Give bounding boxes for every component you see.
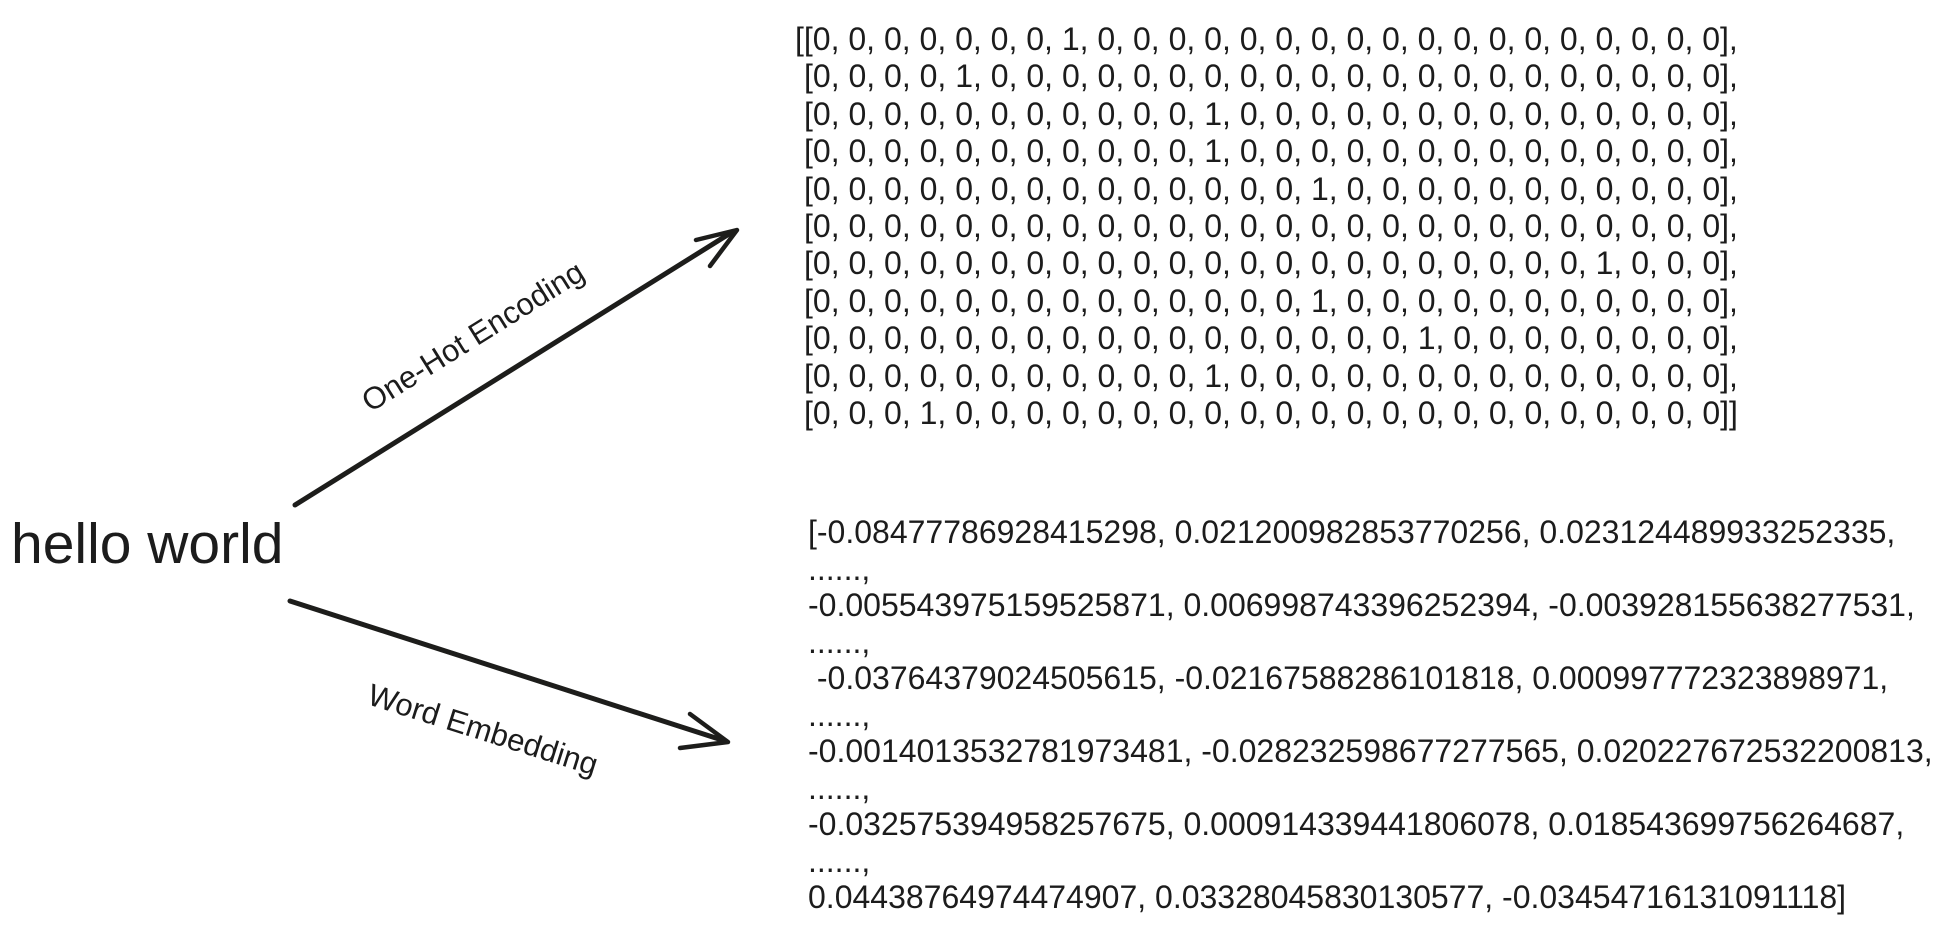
source-word: hello world — [11, 512, 284, 576]
one-hot-row: [0, 0, 0, 0, 0, 0, 0, 0, 0, 0, 0, 1, 0, … — [804, 133, 1738, 170]
embedding-vector: [-0.08477786928415298, 0.021200982853770… — [808, 514, 1933, 916]
word-embedding-arrow-label: Word Embedding — [363, 677, 603, 783]
one-hot-row: [0, 0, 0, 0, 0, 0, 0, 0, 0, 0, 0, 0, 0, … — [804, 320, 1738, 357]
one-hot-arrow-label: One-Hot Encoding — [355, 253, 591, 419]
one-hot-row: [0, 0, 0, 0, 0, 0, 0, 0, 0, 0, 0, 0, 0, … — [804, 208, 1738, 245]
embedding-line: 0.04438764974474907, 0.03328045830130577… — [808, 879, 1847, 915]
one-hot-arrow — [292, 227, 740, 508]
one-hot-matrix: [[0, 0, 0, 0, 0, 0, 0, 1, 0, 0, 0, 0, 0,… — [795, 21, 1738, 432]
one-hot-row: [0, 0, 0, 0, 0, 0, 0, 0, 0, 0, 0, 0, 0, … — [804, 170, 1738, 207]
embedding-line: -0.032575394958257675, 0.000914339441806… — [808, 806, 1905, 842]
embedding-line: ......, — [808, 550, 871, 587]
embedding-line: -0.0014013532781973481, -0.0282325986772… — [808, 733, 1933, 769]
one-hot-row: [0, 0, 0, 0, 0, 0, 0, 0, 0, 0, 0, 0, 0, … — [804, 245, 1738, 282]
one-hot-row: [0, 0, 0, 0, 0, 0, 0, 0, 0, 0, 0, 1, 0, … — [804, 357, 1738, 394]
one-hot-row: [[0, 0, 0, 0, 0, 0, 0, 1, 0, 0, 0, 0, 0,… — [795, 21, 1738, 57]
one-hot-row: [0, 0, 0, 0, 0, 0, 0, 0, 0, 0, 0, 0, 0, … — [804, 282, 1738, 319]
embedding-line: ......, — [808, 769, 871, 806]
embedding-line: ......, — [808, 842, 871, 879]
one-hot-arrow-line — [292, 231, 732, 508]
embedding-line: ......, — [808, 623, 871, 660]
one-hot-arrowhead-icon — [693, 227, 740, 269]
embedding-line: ......, — [808, 696, 871, 733]
one-hot-row: [0, 0, 0, 0, 1, 0, 0, 0, 0, 0, 0, 0, 0, … — [804, 58, 1738, 95]
one-hot-row: [0, 0, 0, 1, 0, 0, 0, 0, 0, 0, 0, 0, 0, … — [804, 395, 1738, 432]
word-embedding-arrowhead-icon — [677, 711, 731, 751]
embedding-line: -0.03764379024505615, -0.021675882861018… — [808, 660, 1889, 696]
one-hot-row: [0, 0, 0, 0, 0, 0, 0, 0, 0, 0, 0, 1, 0, … — [804, 95, 1738, 132]
embedding-line: -0.005543975159525871, 0.006998743396252… — [808, 587, 1915, 623]
embedding-line: [-0.08477786928415298, 0.021200982853770… — [808, 514, 1896, 550]
